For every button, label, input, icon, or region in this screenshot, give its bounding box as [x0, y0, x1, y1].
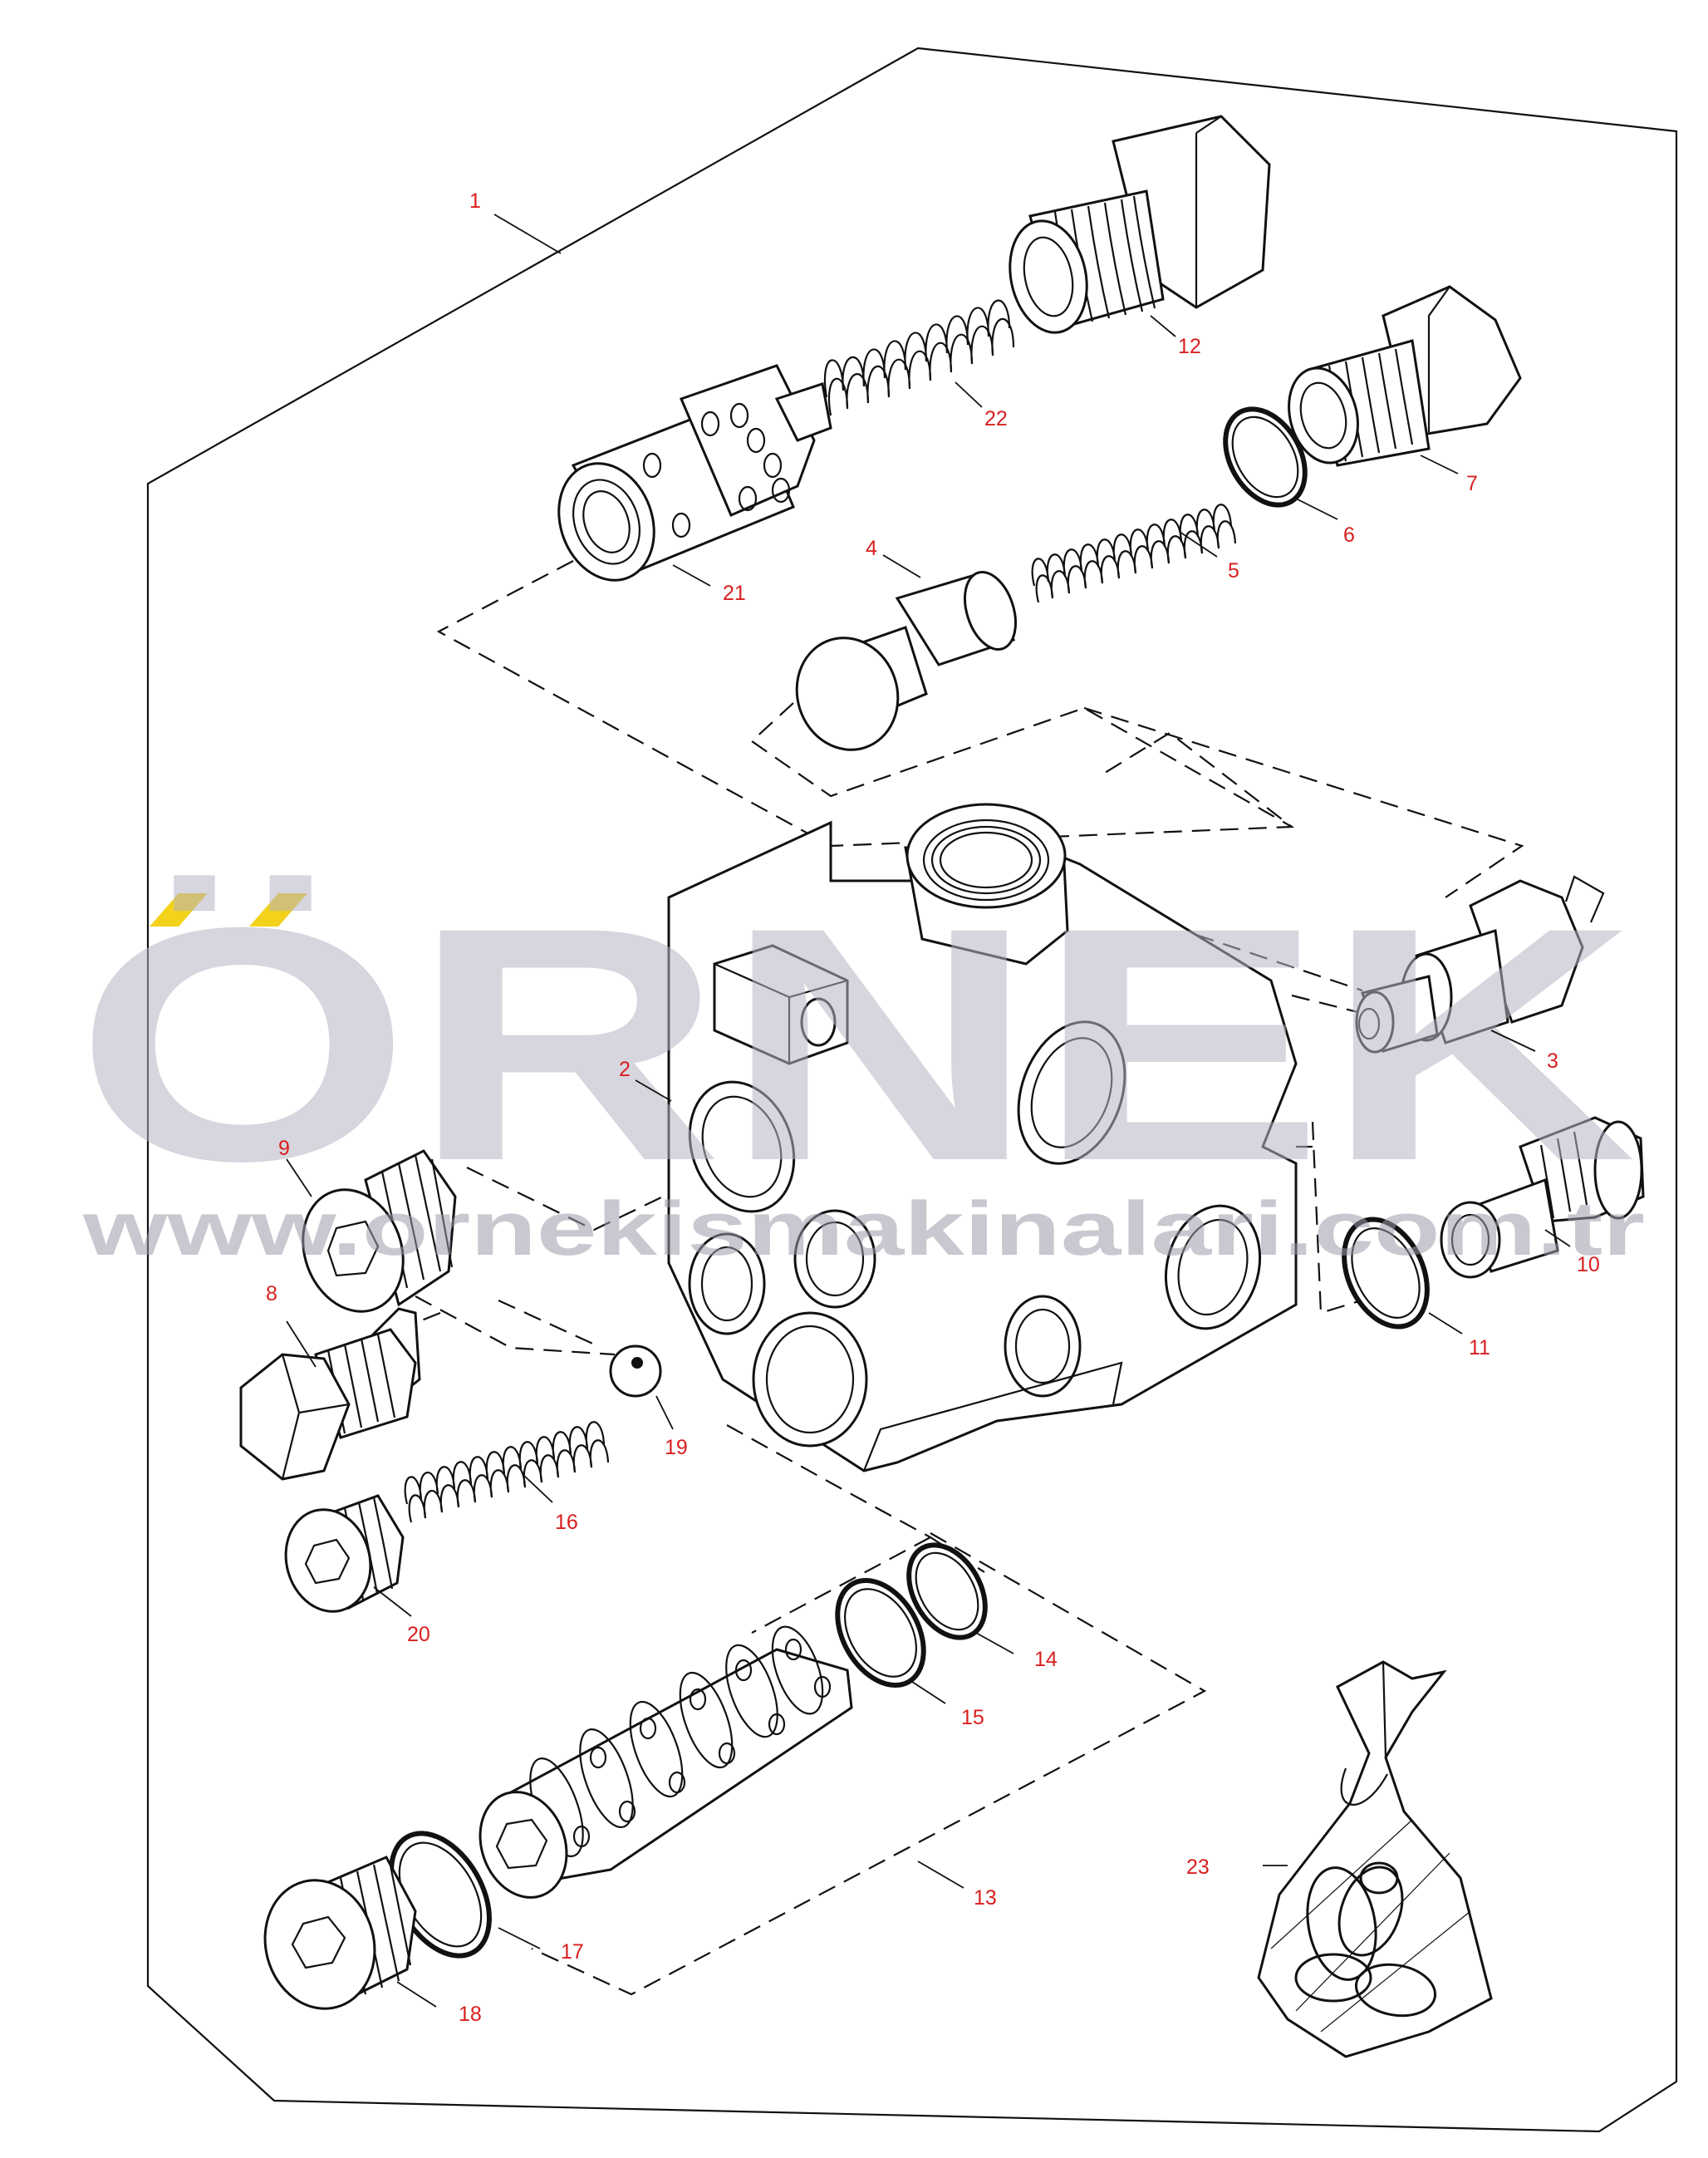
- callout-11: 11: [1469, 1336, 1490, 1359]
- callout-14: 14: [1034, 1648, 1058, 1671]
- part-20-plug: [284, 1494, 405, 1613]
- part-19-ball: [609, 1344, 662, 1398]
- part-22-spring: [823, 299, 1015, 416]
- part-23-seal-kit: [1257, 1660, 1493, 2058]
- watermark-url: www.ornekismakinalari.com.tr: [82, 1187, 1645, 1271]
- part-9-plug: [302, 1149, 457, 1313]
- part-2-valve-body: [667, 803, 1298, 1472]
- part-8-plug: [239, 1307, 421, 1481]
- callout-13: 13: [974, 1886, 997, 1910]
- callout-3: 3: [1547, 1050, 1558, 1073]
- callout-20: 20: [407, 1623, 430, 1646]
- part-6-o-ring: [1223, 406, 1308, 508]
- callout-5: 5: [1228, 559, 1239, 583]
- part-7-plug: [1288, 285, 1522, 467]
- part-14-o-ring: [906, 1542, 988, 1640]
- callout-10: 10: [1577, 1253, 1600, 1276]
- part-21-sleeve: [557, 364, 832, 582]
- watermark-brand: ÖRNEK: [75, 858, 1637, 1230]
- part-16-spring: [404, 1421, 610, 1523]
- part-5-spring: [1031, 504, 1237, 603]
- callout-21: 21: [723, 582, 746, 605]
- leader-lines: [286, 214, 1571, 2008]
- part-12-plug: [1009, 115, 1271, 334]
- watermark-accent-left: [150, 893, 208, 927]
- callout-18: 18: [459, 2003, 482, 2026]
- callout-6: 6: [1343, 524, 1355, 547]
- callout-17: 17: [561, 1940, 584, 1964]
- callout-16: 16: [555, 1511, 578, 1534]
- part-3-cartridge: [1355, 875, 1605, 1054]
- assembly-boundary: [146, 47, 1678, 2133]
- part-15-o-ring: [835, 1577, 926, 1689]
- callout-19: 19: [665, 1436, 688, 1459]
- callout-23: 23: [1186, 1856, 1210, 1879]
- callout-12: 12: [1178, 335, 1201, 358]
- watermark-accent-right: [249, 893, 307, 927]
- callout-1: 1: [469, 189, 481, 213]
- watermark: ÖRNEK www.ornekismakinalari.com.tr: [75, 858, 1645, 1271]
- callout-4: 4: [866, 537, 877, 560]
- part-11-o-ring: [1342, 1217, 1430, 1330]
- callouts: 1 12 22 7 6 5 4 21 3 2 9 10 11 8 19 16 2…: [266, 189, 1600, 2026]
- callout-2: 2: [619, 1058, 631, 1081]
- callout-15: 15: [961, 1706, 984, 1729]
- part-4-piston: [795, 571, 1017, 751]
- callout-9: 9: [278, 1137, 290, 1160]
- part-13-spool: [479, 1625, 853, 1899]
- callout-7: 7: [1466, 472, 1478, 495]
- callout-8: 8: [266, 1282, 277, 1305]
- part-18-plug: [263, 1856, 417, 2010]
- callout-22: 22: [984, 407, 1008, 430]
- part-10-plug: [1440, 1116, 1645, 1279]
